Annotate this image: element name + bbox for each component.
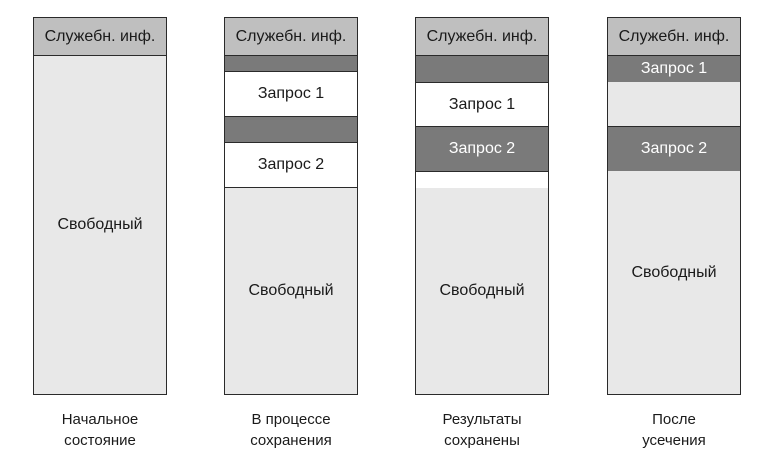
caption-line-1: Начальное bbox=[61, 411, 139, 428]
caption-line-2: сохранены bbox=[444, 432, 520, 449]
caption-saving: В процессе сохранения bbox=[224, 409, 358, 451]
memory-column-saved: Служебн. инф. Запрос 1 Запрос 2 Свободны… bbox=[415, 17, 549, 395]
free-block: Свободный bbox=[608, 171, 740, 394]
free-block: Свободный bbox=[34, 56, 166, 394]
header-block: Служебн. инф. bbox=[225, 18, 357, 56]
free-gap-block bbox=[608, 82, 740, 127]
header-block: Служебн. инф. bbox=[608, 18, 740, 56]
header-block: Служебн. инф. bbox=[34, 18, 166, 56]
used-block bbox=[225, 55, 357, 72]
request-1-block: Запрос 1 bbox=[416, 82, 548, 127]
request-1-block: Запрос 1 bbox=[225, 71, 357, 117]
memory-column-saving: Служебн. инф. Запрос 1 Запрос 2 Свободны… bbox=[224, 17, 358, 395]
caption-line-2: усечения bbox=[642, 432, 706, 449]
caption-truncated: После усечения bbox=[607, 409, 741, 451]
request-2-block: Запрос 2 bbox=[225, 142, 357, 188]
caption-line-1: После bbox=[652, 411, 696, 428]
caption-initial: Начальное состояние bbox=[33, 409, 167, 451]
caption-line-2: состояние bbox=[64, 432, 136, 449]
request-2-block: Запрос 2 bbox=[416, 126, 548, 172]
used-block bbox=[225, 116, 357, 143]
request-2-block: Запрос 2 bbox=[608, 126, 740, 172]
free-block: Свободный bbox=[416, 188, 548, 394]
caption-line-1: В процессе bbox=[251, 411, 331, 428]
caption-line-2: сохранения bbox=[250, 432, 332, 449]
memory-column-initial: Служебн. инф. Свободный bbox=[33, 17, 167, 395]
caption-line-1: Результаты bbox=[442, 411, 522, 428]
caption-saved: Результаты сохранены bbox=[415, 409, 549, 451]
gap-block bbox=[416, 171, 548, 189]
free-block: Свободный bbox=[225, 188, 357, 394]
header-block: Служебн. инф. bbox=[416, 18, 548, 56]
used-block bbox=[416, 55, 548, 83]
request-1-block: Запрос 1 bbox=[608, 55, 740, 83]
memory-column-truncated: Служебн. инф. Запрос 1 Запрос 2 Свободны… bbox=[607, 17, 741, 395]
